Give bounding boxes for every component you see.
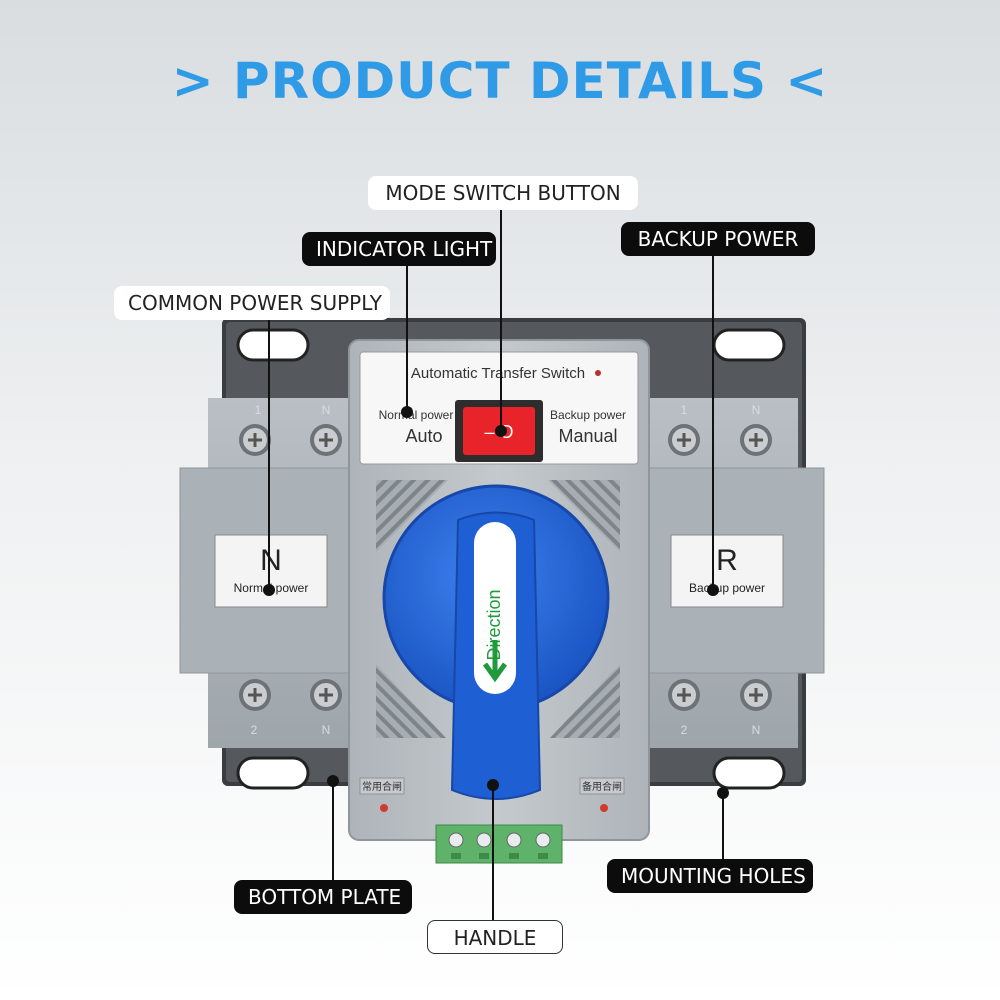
- bottom-left-label: 常用合闸: [362, 780, 402, 793]
- bottom-right-label: 备用合闸: [582, 780, 622, 793]
- left-plate-letter: N: [260, 544, 282, 577]
- manual-label: Manual: [558, 426, 617, 446]
- screw-icons: [239, 424, 772, 711]
- handle-text: Direction: [484, 589, 504, 660]
- right-module: R Backup power 1 N 2 N: [647, 398, 825, 748]
- vent-grille: [376, 480, 448, 552]
- label-bottom-plate: BOTTOM PLATE: [234, 880, 412, 914]
- label-mode-switch-button: MODE SWITCH BUTTON: [368, 176, 638, 210]
- vent-grille: [550, 664, 620, 738]
- center-body: Automatic Transfer Switch Normal power A…: [348, 339, 650, 841]
- label-backup-power: BACKUP POWER: [621, 222, 815, 256]
- handle[interactable]: Direction: [382, 484, 610, 800]
- terminal-label: N: [322, 403, 331, 417]
- indicator-light-icon: [380, 804, 388, 812]
- terminal-label: N: [322, 723, 331, 737]
- label-indicator-light: INDICATOR LIGHT: [302, 232, 496, 266]
- page-title: > PRODUCT DETAILS <: [171, 52, 829, 110]
- indicator-light-icon: [595, 370, 601, 376]
- right-plate-letter: R: [716, 544, 738, 577]
- auto-label: Auto: [405, 426, 442, 446]
- terminal-block: [435, 824, 563, 864]
- terminal-label: 2: [681, 723, 688, 737]
- normal-power-label: Normal power: [379, 408, 454, 422]
- backup-power-label: Backup power: [550, 408, 626, 422]
- terminal-label: N: [752, 403, 761, 417]
- label-handle: HANDLE: [427, 920, 563, 954]
- terminal-label: 2: [251, 723, 258, 737]
- arrow-down-icon: [482, 640, 508, 683]
- label-mounting-holes: MOUNTING HOLES: [607, 859, 813, 893]
- vent-grille: [376, 664, 446, 738]
- terminal-label: 1: [255, 403, 262, 417]
- terminal-label: 1: [681, 403, 688, 417]
- indicator-light-icon: [600, 804, 608, 812]
- panel-title: Automatic Transfer Switch: [411, 365, 585, 382]
- terminal-label: N: [752, 723, 761, 737]
- vent-grille: [548, 480, 620, 552]
- mounting-holes: [236, 328, 786, 790]
- right-plate-text: Backup power: [689, 581, 765, 595]
- label-common-power-supply: COMMON POWER SUPPLY: [114, 286, 390, 320]
